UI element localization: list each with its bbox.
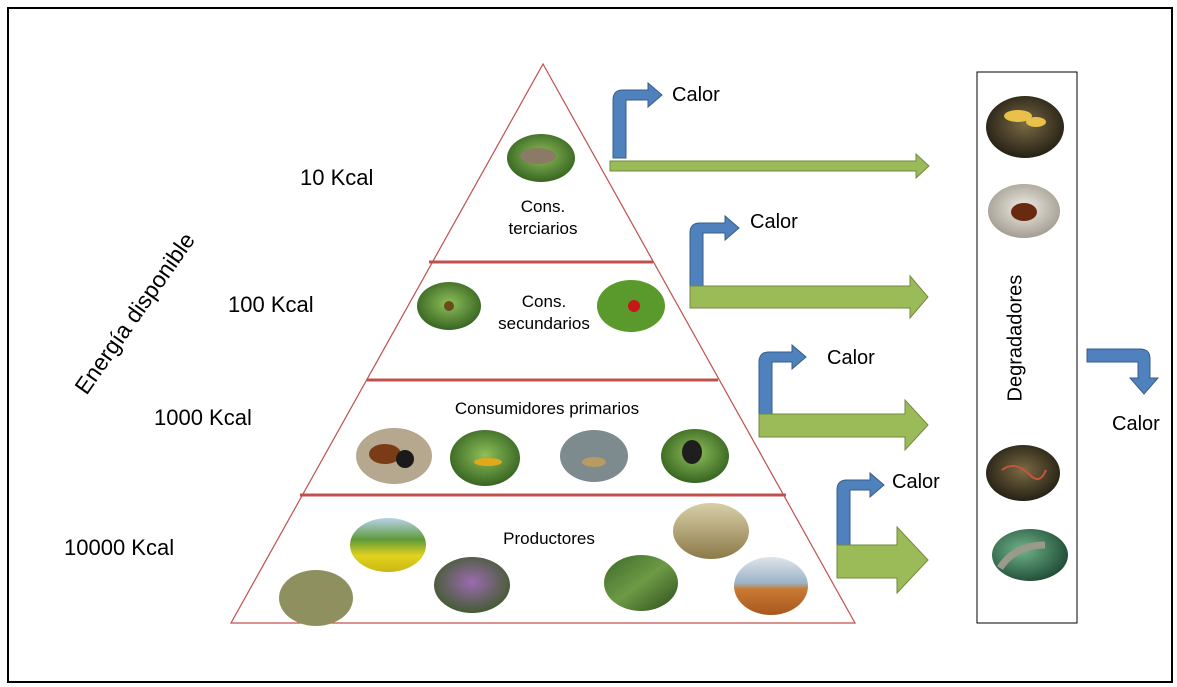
wheat-field-photo	[673, 503, 749, 559]
energy-level-secondary: 100 Kcal	[228, 292, 314, 317]
tertiary-line1: Cons.	[520, 197, 566, 216]
sheep-photo	[661, 429, 729, 483]
spider-photo	[417, 282, 481, 330]
energy-level-tertiary: 10 Kcal	[300, 165, 374, 190]
flow-arrow-1	[609, 152, 930, 180]
energy-pyramid	[229, 62, 857, 624]
worms-photo	[986, 445, 1060, 501]
cattle-photo	[356, 428, 432, 484]
orange-field-photo	[734, 557, 808, 615]
heat-arrow-1	[612, 81, 663, 159]
millipede-photo	[992, 529, 1068, 581]
secondary-line2: secundarios	[498, 314, 590, 333]
secondary-consumers-label: Cons. secundarios	[484, 291, 604, 335]
flow-arrow-3	[758, 398, 929, 452]
caterpillar-photo	[450, 430, 520, 486]
tertiary-line2: terciarios	[508, 219, 578, 238]
crop-rows-photo	[604, 555, 678, 611]
energy-level-primary: 1000 Kcal	[154, 405, 252, 430]
tertiary-consumer-photo	[507, 134, 575, 182]
ladybug-photo	[597, 280, 665, 332]
heat-label-3: Calor	[827, 347, 875, 369]
heat-arrow-2	[689, 214, 740, 292]
grasshopper-photo	[560, 430, 628, 482]
heat-label-1: Calor	[672, 84, 720, 106]
flow-arrow-4	[836, 525, 929, 595]
heat-arrow-3	[758, 343, 807, 417]
secondary-line1: Cons.	[521, 292, 567, 311]
heat-label-5: Calor	[1112, 413, 1160, 435]
energy-level-producers: 10000 Kcal	[64, 535, 175, 560]
producers-label: Productores	[503, 529, 595, 548]
purple-flowers-photo	[434, 557, 510, 613]
heat-label-2: Calor	[750, 211, 798, 233]
primary-consumers-label: Consumidores primarios	[454, 399, 640, 418]
heat-arrow-5	[1086, 348, 1160, 395]
yellow-field-photo	[350, 518, 426, 572]
grass-seeds-photo	[279, 570, 353, 626]
beetle-photo	[988, 184, 1060, 238]
mushrooms-photo	[986, 96, 1064, 158]
energy-flow-arrows	[609, 152, 930, 595]
flow-arrow-2	[689, 274, 929, 320]
pyramid-dividers	[300, 260, 786, 497]
decomposers-label: Degradadores	[1004, 274, 1027, 402]
diagram-frame	[7, 7, 1173, 683]
heat-arrows	[612, 81, 1160, 546]
tertiary-consumers-label: Cons. terciarios	[493, 196, 593, 240]
heat-arrow-4	[836, 471, 885, 546]
heat-label-4: Calor	[892, 471, 940, 493]
